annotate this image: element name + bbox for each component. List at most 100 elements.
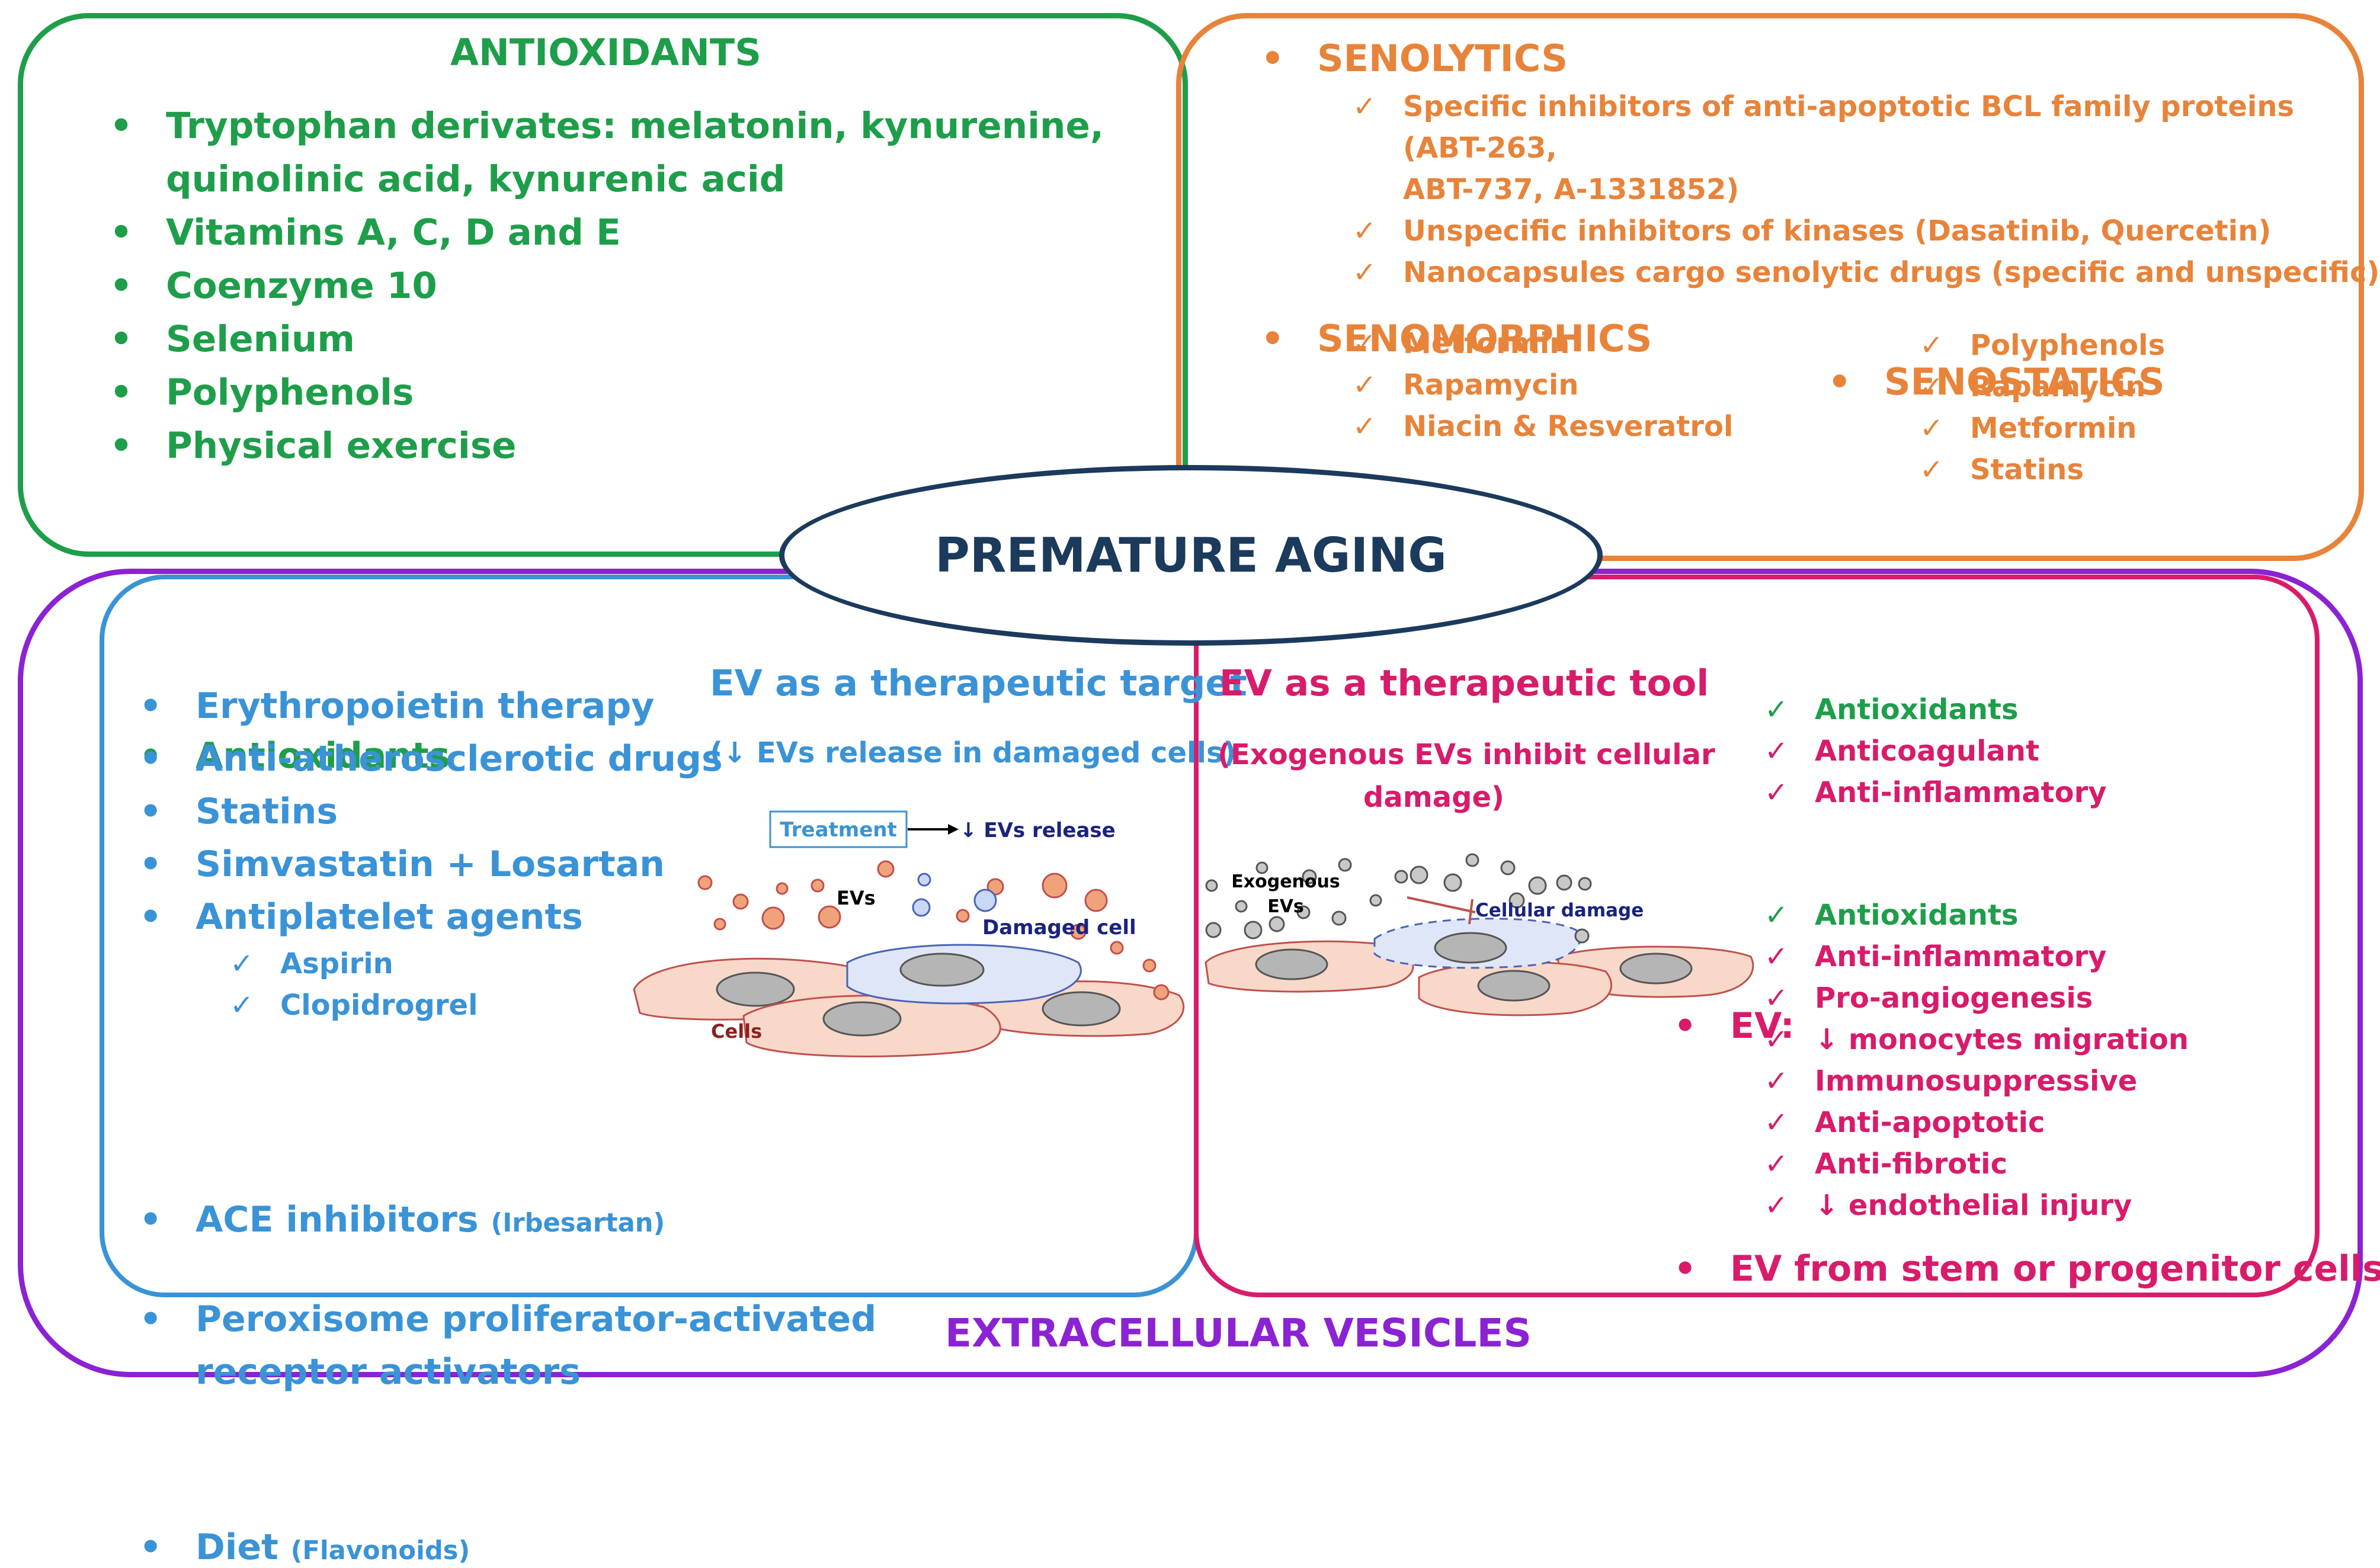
senomorphics-list: Metformin Rapamycin Niacin & Resveratrol (1353, 323, 1733, 447)
list-item: Selenium (110, 313, 1104, 366)
ev-particle (1574, 928, 1590, 944)
ev-particle (1369, 894, 1382, 907)
list-item: Simvastatin + Losartan (139, 838, 723, 891)
list-item: ↓ monocytes migration (1764, 1019, 2189, 1060)
antioxidants-panel (18, 13, 1188, 557)
list-item: Pro-angiogenesis (1764, 977, 2189, 1019)
list-item: Tryptophan derivates: melatonin, kynuren… (110, 100, 1104, 153)
ev-particle (956, 909, 970, 923)
extracellular-vesicles-title: EXTRACELLULAR VESICLES (945, 1310, 1532, 1356)
antioxidants-title: ANTIOXIDANTS (450, 31, 761, 74)
treatment-box (769, 810, 908, 848)
list-item: Anti-apoptotic (1764, 1102, 2189, 1143)
ev-particle (1153, 984, 1170, 1001)
ev-particle (1338, 858, 1352, 872)
ev-particle (1084, 889, 1108, 912)
fig-evs-label: EVs (837, 887, 876, 909)
senolytics-title: SENOLYTICS (1261, 37, 2380, 80)
ev-particle (1142, 958, 1157, 973)
list-item: Metformin (1920, 408, 2165, 449)
ev-particle (1528, 876, 1547, 895)
list-item: Nanocapsules cargo senolytic drugs (spec… (1353, 252, 2380, 293)
ev-particle (917, 873, 931, 887)
stem-cells-list: Antioxidants Anti-inflammatory Pro-angio… (1764, 894, 2189, 1226)
ev-particle (1556, 874, 1572, 891)
fig-damaged-cell-label: Damaged cell (982, 916, 1136, 939)
senostatics-list: Polyphenols Rapamycin Metformin Statins (1920, 325, 2165, 490)
list-item: Anti-fibrotic (1764, 1143, 2189, 1185)
list-item: Statins (1920, 449, 2165, 490)
protected-cell-nucleus (1434, 932, 1507, 964)
ev-particle (1508, 892, 1525, 909)
cell-nucleus (1255, 948, 1328, 980)
cell-nucleus (716, 971, 795, 1007)
list-item: Specific inhibitors of anti-apoptotic BC… (1353, 86, 2380, 169)
list-item: ABT-737, A-1331852) (1403, 173, 1740, 206)
senolytics-title-text: SENOLYTICS (1317, 37, 1568, 80)
ev-tool-subheading-line-1: (Exogenous EVs inhibit cellular (1218, 738, 1715, 771)
list-item: Statins (139, 785, 723, 838)
list-item: Rapamycin (1920, 366, 2165, 408)
senolytics-list: Specific inhibitors of anti-apoptotic BC… (1353, 86, 2380, 293)
fig-exogenous-label: Exogenous (1231, 871, 1340, 892)
inhibition-bar (1468, 899, 1474, 925)
list-item: Erythropoietin therapy (139, 680, 723, 733)
antioxidants-list: Tryptophan derivates: melatonin, kynuren… (110, 100, 1104, 473)
list-item: Rapamycin (1353, 364, 1733, 406)
ev-particle (1255, 861, 1269, 874)
ace-inhibitors-note: (Irbesartan) (491, 1208, 665, 1238)
diet-text: Diet (196, 1527, 278, 1568)
stem-cells-title: EV from stem or progenitor cells (1674, 1248, 2380, 1290)
ev-particle (732, 893, 749, 910)
ev-particle (1331, 910, 1347, 926)
ev-particle (818, 905, 841, 929)
ev-particle (1235, 900, 1248, 913)
damaged-cell-nucleus (899, 953, 985, 987)
antiplatelet-sub-list: Aspirin Clopidrogrel (230, 943, 478, 1026)
ev-particles (697, 860, 1170, 1001)
ev-particle (1302, 869, 1317, 884)
list-item: Anti-atherosclerotic drugs (139, 733, 723, 785)
ppar-item: Peroxisome proliferator-activated recept… (139, 1293, 2380, 1399)
cell-nucleus (1619, 953, 1693, 985)
treatment-arrow-head (948, 824, 959, 835)
ev-particle (1465, 853, 1479, 867)
fig-evs-release-label: ↓ EVs release (960, 819, 1116, 842)
list-item: ↓ endothelial injury (1764, 1185, 2189, 1226)
inhibition-line (1407, 896, 1476, 913)
list-item: Metformin (1353, 323, 1733, 364)
ev-particle (1070, 924, 1087, 940)
ev-particle (1269, 916, 1285, 932)
list-item: Coenzyme 10 (110, 259, 1104, 313)
ppar-line-1: Peroxisome proliferator-activated (196, 1298, 877, 1340)
ev-tool-subheading-line-2: damage) (1363, 781, 1504, 814)
ev-particle (1205, 922, 1222, 938)
list-item: Anti-inflammatory (1764, 772, 2107, 813)
list-item: Antioxidants (1764, 689, 2107, 730)
premature-aging-ellipse: PREMATURE AGING (779, 465, 1603, 646)
list-item: Antiplatelet agents (139, 891, 723, 944)
list-item: Niacin & Resveratrol (1353, 406, 1733, 447)
list-item: Polyphenols (1920, 325, 2165, 366)
ev-particle (1110, 941, 1124, 955)
ev-particle (973, 889, 997, 912)
list-item: Vitamins A, C, D and E (110, 206, 1104, 259)
cell-nucleus (1042, 991, 1121, 1027)
fig-treatment-label: Treatment (780, 818, 896, 842)
fig-evs-label: EVs (1267, 896, 1304, 917)
list-item: Aspirin (230, 943, 478, 985)
stem-cells-title-text: EV from stem or progenitor cells (1730, 1248, 2380, 1290)
ev-particle (1410, 865, 1428, 884)
damaged-cells-illustration: Treatment ↓ EVs release EVs Damaged cell… (633, 810, 1185, 1057)
list-item: Polyphenols (110, 366, 1104, 419)
list-item: Clopidrogrel (230, 985, 478, 1026)
exogenous-evs-illustration: Exogenous EVs Cellular damage (1205, 853, 1754, 1017)
ev-particle (1296, 905, 1311, 919)
fig-cells-label: Cells (711, 1020, 762, 1043)
ev-target-heading: EV as a therapeutic target (710, 662, 1247, 704)
ev-particle (1244, 921, 1263, 939)
diet-item: Diet (Flavonoids) (139, 1527, 2380, 1568)
ev-particle (713, 918, 726, 931)
ev-list: Antioxidants Anticoagulant Anti-inflamma… (1764, 689, 2107, 813)
list-item: Anticoagulant (1764, 730, 2107, 772)
